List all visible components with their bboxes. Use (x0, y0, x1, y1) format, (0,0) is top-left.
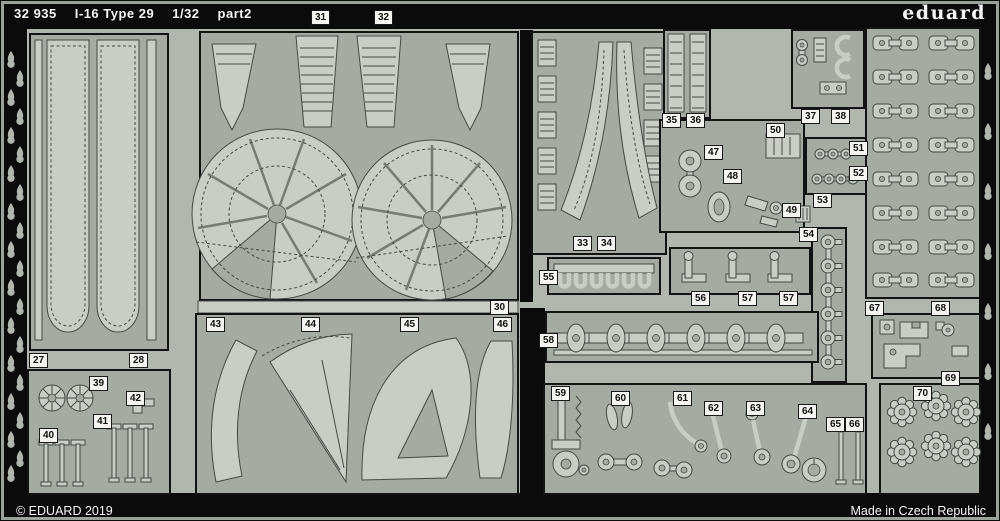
part-label: 27 (29, 353, 49, 368)
header: 32 935 I-16 Type 29 1/32 part2 (14, 6, 252, 21)
part-label: 39 (89, 376, 109, 391)
part-label: 54 (799, 227, 819, 242)
part-label: 41 (93, 414, 113, 429)
part-label: 36 (686, 113, 706, 128)
part-label: 66 (845, 417, 865, 432)
part-label: 30 (490, 300, 510, 315)
part-label: 50 (766, 123, 786, 138)
part-label: 37 (801, 109, 821, 124)
part-label: 44 (301, 317, 321, 332)
part-label: 51 (849, 141, 869, 156)
part-label: 48 (723, 169, 743, 184)
part-label: 67 (865, 301, 885, 316)
comb-part-55 (547, 257, 661, 295)
part-label: 32 (374, 10, 394, 25)
part-label: 56 (691, 291, 711, 306)
catalog-number: 32 935 (14, 6, 57, 21)
part-label: 64 (798, 404, 818, 419)
part-label: 33 (573, 236, 593, 251)
strip-parts-27-28 (29, 33, 169, 351)
part-label: 59 (551, 386, 571, 401)
part-label: 34 (597, 236, 617, 251)
kit-title: I-16 Type 29 (74, 6, 155, 21)
scale-label: 1/32 (172, 6, 200, 21)
part-label: 69 (941, 371, 961, 386)
part-label: 57 (738, 291, 758, 306)
part-label: 68 (931, 301, 951, 316)
strip-part-58 (545, 311, 819, 363)
part-label: 63 (746, 401, 766, 416)
small-parts-37-38 (791, 29, 865, 109)
bracket-parts-56-57 (669, 247, 811, 295)
part-label: 31 (311, 10, 331, 25)
part-label: 42 (126, 391, 146, 406)
part-label: 58 (539, 333, 559, 348)
part-label: 65 (826, 417, 846, 432)
part-label: 47 (704, 145, 724, 160)
part-label: 35 (662, 113, 682, 128)
blades-and-cowl-rings (191, 31, 519, 314)
part-label: 49 (782, 203, 802, 218)
brand-logo: eduard (902, 2, 986, 24)
part-designation: part2 (217, 6, 252, 21)
part-label: 38 (831, 109, 851, 124)
part-label: 46 (493, 317, 513, 332)
part-label: 60 (611, 391, 631, 406)
part-label: 70 (913, 386, 933, 401)
part-label: 61 (673, 391, 693, 406)
plate-parts-67-69 (871, 313, 981, 379)
copyright-text: © EDUARD 2019 (16, 504, 113, 518)
part-label: 55 (539, 270, 559, 285)
part-label: 40 (39, 428, 59, 443)
part-label: 45 (400, 317, 420, 332)
made-in-text: Made in Czech Republic (850, 504, 987, 518)
rosette-parts-70 (879, 383, 982, 495)
part-label: 52 (849, 166, 869, 181)
part-label: 53 (813, 193, 833, 208)
fan-panels-43-46 (195, 313, 519, 495)
part-label: 62 (704, 401, 724, 416)
part-label: 43 (206, 317, 226, 332)
clip-parts-right-column (865, 27, 981, 299)
gear-covers-33-34 (531, 31, 667, 255)
part-label: 57 (779, 291, 799, 306)
part-label: 28 (129, 353, 149, 368)
ladder-parts-35-36 (663, 29, 711, 119)
